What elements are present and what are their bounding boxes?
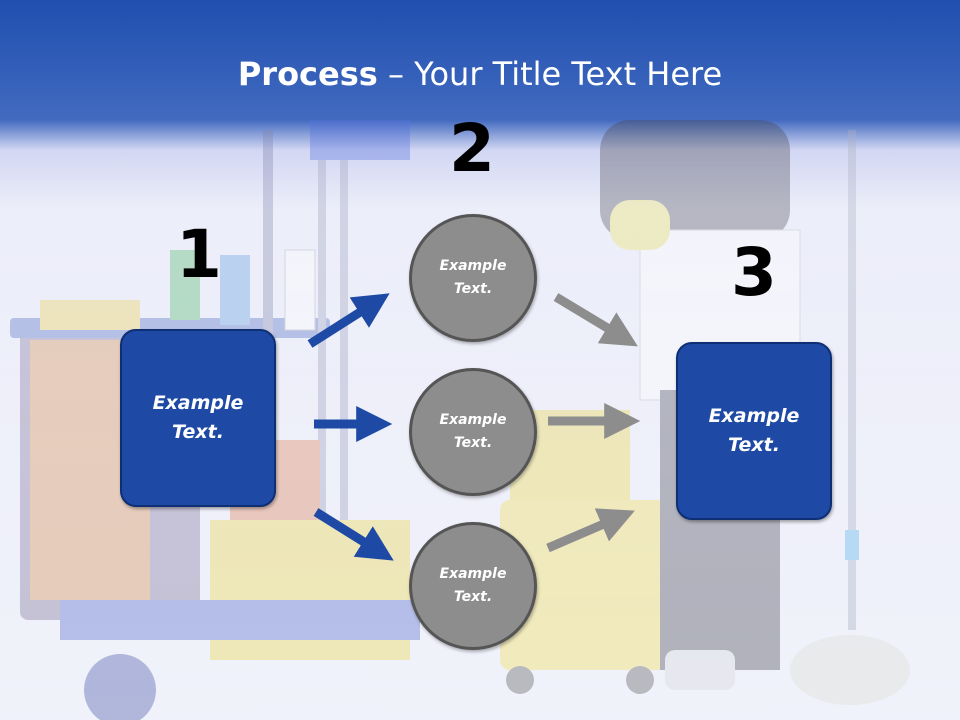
circle-3-text: Example Text. — [439, 566, 507, 605]
step-1-box: Example Text. — [120, 329, 276, 507]
step-1-text: Example Text. — [152, 392, 244, 443]
step-3-box: Example Text. — [676, 342, 832, 520]
step-number-2: 2 — [449, 110, 495, 187]
circle-1-text: Example Text. — [439, 258, 507, 297]
step-3-text: Example Text. — [708, 405, 800, 456]
circle-1: Example Text. — [409, 214, 537, 342]
title-bold: Process — [237, 55, 378, 93]
title-rest: – Your Title Text Here — [377, 55, 723, 93]
step-number-1: 1 — [176, 216, 222, 293]
circle-2-text: Example Text. — [439, 412, 507, 451]
step-number-3: 3 — [731, 234, 777, 311]
circle-2: Example Text. — [409, 368, 537, 496]
circle-3: Example Text. — [409, 522, 537, 650]
slide-title: Process – Your Title Text Here — [0, 52, 960, 96]
